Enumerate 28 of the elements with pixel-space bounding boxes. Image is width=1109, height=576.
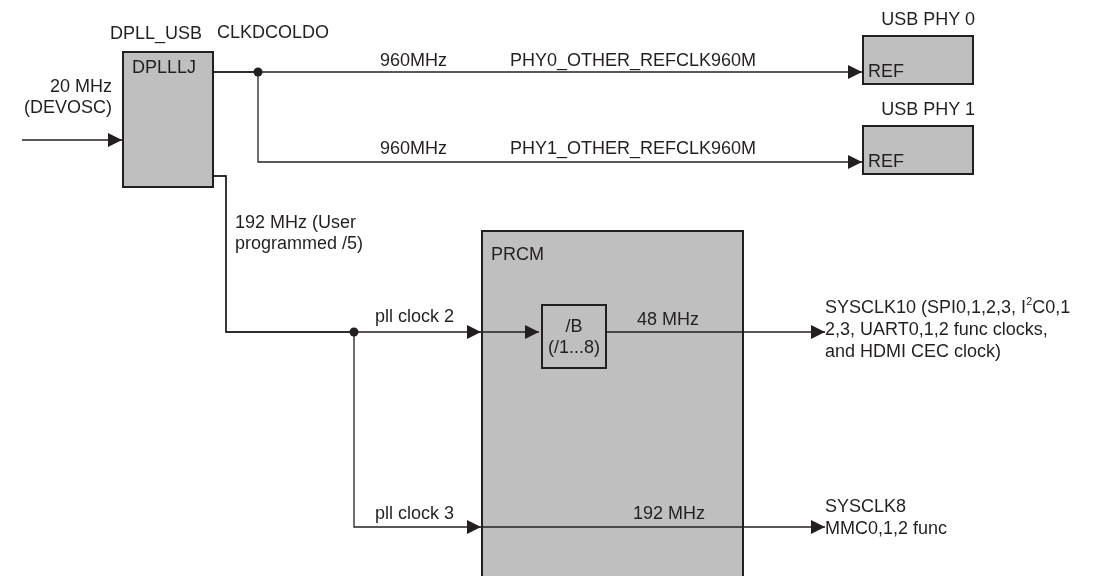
block-label: /B (/1...8) <box>547 316 601 358</box>
edge-label: 192 MHz <box>633 503 706 524</box>
block-label: PRCM <box>491 244 544 265</box>
arrow <box>21 133 123 147</box>
arrow <box>480 520 826 534</box>
signal-label: 960MHz <box>380 50 448 71</box>
block-title: USB PHY 0 <box>881 9 975 30</box>
arrow <box>604 325 826 339</box>
block-title: USB PHY 1 <box>881 99 975 120</box>
edge-label: PHY1_OTHER_REFCLK960M <box>510 138 757 159</box>
arrow <box>213 175 482 534</box>
block-label: DPLLLJ <box>132 57 197 78</box>
edge-label: 20 MHz (DEVOSC) <box>23 76 112 118</box>
edge-label: PHY0_OTHER_REFCLK960M <box>510 50 757 71</box>
edge-label: pll clock 2 <box>375 306 455 327</box>
signal-text: SYSCLK8 MMC0,1,2 func <box>825 495 975 541</box>
signal-label: 960MHz <box>380 138 448 159</box>
edge-label: pll clock 3 <box>375 503 455 524</box>
block-label: REF <box>868 61 904 82</box>
port-label: CLKDCOLDO <box>217 22 330 43</box>
arrow <box>213 71 863 169</box>
signal-text: SYSCLK10 (SPI0,1,2,3, I$^{2}$C0,1 2,3, UART0,1,2 func clocks, and HDMI CEC clock) <box>825 296 1077 366</box>
block-box <box>481 230 744 576</box>
edge-label: 48 MHz <box>637 309 699 330</box>
signal-label: 192 MHz (User programmed /5) <box>235 212 365 254</box>
block-title: DPLL_USB <box>110 23 203 44</box>
block-label: REF <box>868 151 904 172</box>
arrow <box>480 325 540 339</box>
